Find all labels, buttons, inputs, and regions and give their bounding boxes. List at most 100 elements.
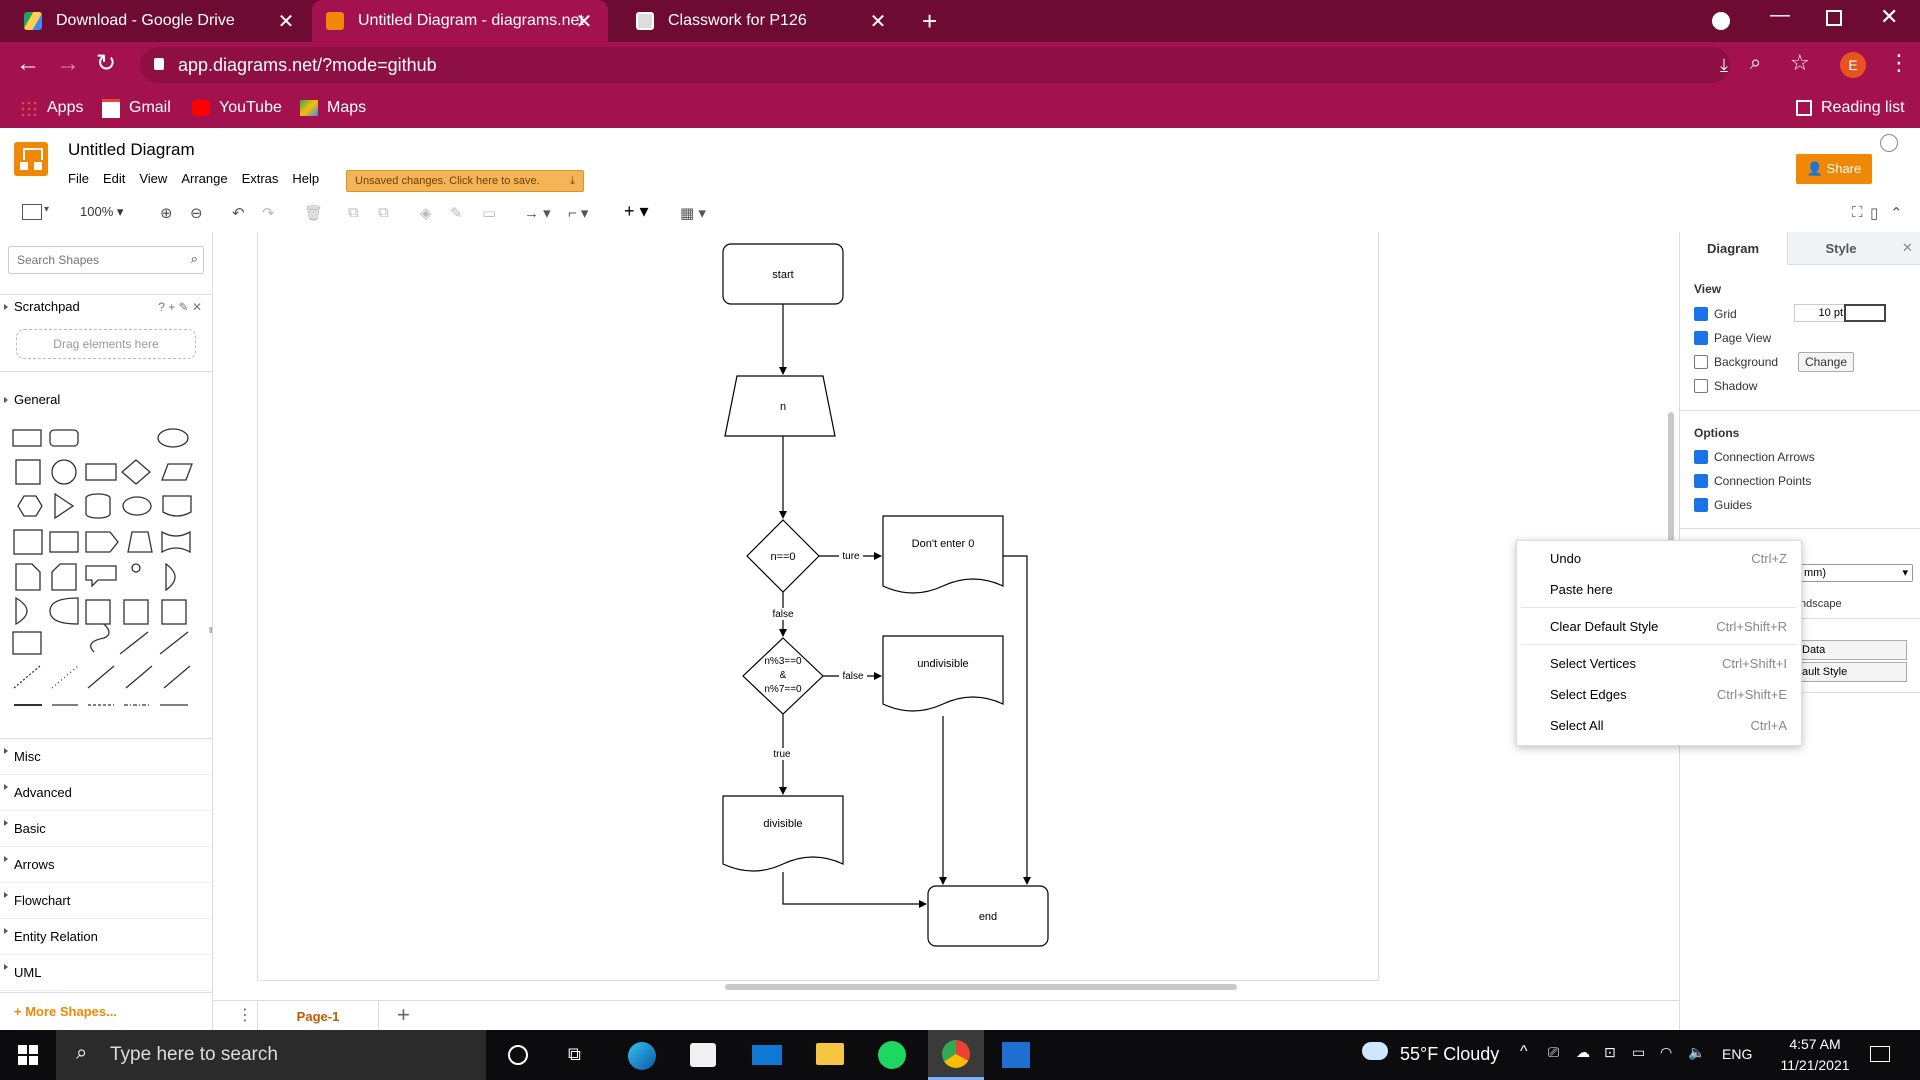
reload-icon[interactable]: ↻ bbox=[96, 50, 117, 77]
edge-icon[interactable] bbox=[628, 1042, 656, 1070]
table-icon[interactable]: ▦ ▾ bbox=[680, 205, 706, 222]
mail-icon[interactable] bbox=[752, 1045, 782, 1065]
photos-icon[interactable] bbox=[1002, 1042, 1030, 1068]
to-front-icon[interactable]: ⧉ bbox=[348, 204, 359, 221]
connection-points-checkbox[interactable]: Connection Points bbox=[1694, 474, 1811, 488]
tab-diagrams[interactable]: Untitled Diagram - diagrams.net ✕ bbox=[312, 0, 608, 42]
file-explorer-icon[interactable] bbox=[816, 1043, 844, 1065]
tray-app-icon[interactable]: ⊡ bbox=[1604, 1044, 1616, 1060]
close-window-icon[interactable]: ✕ bbox=[1880, 4, 1899, 29]
store-icon[interactable] bbox=[690, 1043, 716, 1067]
volume-icon[interactable]: 🔈 bbox=[1688, 1044, 1706, 1060]
menu-dots-icon[interactable]: ⋮ bbox=[1888, 50, 1910, 75]
task-view-icon[interactable]: ⧉ bbox=[568, 1044, 581, 1064]
close-tab-icon[interactable]: ✕ bbox=[869, 11, 887, 33]
notifications-icon[interactable] bbox=[1870, 1046, 1890, 1062]
general-shapes-palette[interactable] bbox=[10, 422, 195, 712]
grid-color-swatch[interactable] bbox=[1844, 304, 1886, 322]
meet-now-icon[interactable]: ⎚ bbox=[1548, 1044, 1560, 1060]
battery-icon[interactable]: ▭ bbox=[1632, 1044, 1646, 1060]
menu-help[interactable]: Help bbox=[292, 171, 320, 186]
zoom-out-icon[interactable]: ⊖ bbox=[190, 205, 203, 222]
line-color-icon[interactable]: ✎ bbox=[450, 205, 463, 222]
spotify-icon[interactable] bbox=[878, 1041, 906, 1069]
redo-icon[interactable]: ↷ bbox=[262, 205, 275, 222]
diagram-title[interactable]: Untitled Diagram bbox=[68, 140, 195, 159]
profile-avatar[interactable]: E bbox=[1840, 52, 1866, 78]
category-arrows[interactable]: Arrows bbox=[0, 847, 212, 883]
bookmark-gmail[interactable]: Gmail bbox=[102, 88, 171, 128]
divisible-node[interactable] bbox=[722, 795, 844, 872]
paper-size-select[interactable]: mm)▾ bbox=[1800, 564, 1913, 582]
tab-search-icon[interactable] bbox=[1712, 12, 1730, 30]
minimize-icon[interactable]: — bbox=[1770, 4, 1790, 26]
page-tab-1[interactable]: Page-1 bbox=[257, 1001, 379, 1031]
format-panel-icon[interactable] bbox=[22, 204, 42, 220]
bookmark-apps[interactable]: Apps bbox=[20, 88, 83, 128]
weather-text[interactable]: 55°F Cloudy bbox=[1400, 1044, 1500, 1064]
landscape-option[interactable]: ndscape bbox=[1800, 598, 1842, 610]
vertical-scrollbar[interactable] bbox=[1668, 412, 1674, 542]
bookmark-maps[interactable]: Maps bbox=[300, 88, 366, 128]
tab-classwork[interactable]: Classwork for P126 ✕ bbox=[612, 0, 902, 42]
close-tab-icon[interactable]: ✕ bbox=[575, 11, 593, 33]
cortana-icon[interactable] bbox=[508, 1045, 528, 1065]
toggle-panel-icon[interactable]: ▯ bbox=[1870, 205, 1879, 222]
delete-icon[interactable]: 🗑 bbox=[304, 205, 324, 222]
guides-checkbox[interactable]: Guides bbox=[1694, 498, 1752, 512]
connection-style-icon[interactable]: → ▾ bbox=[524, 205, 551, 222]
language-indicator[interactable]: ENG bbox=[1722, 1046, 1753, 1062]
close-panel-icon[interactable]: ✕ bbox=[1894, 232, 1920, 265]
category-misc[interactable]: Misc bbox=[0, 739, 212, 775]
new-tab-button[interactable]: + bbox=[922, 6, 938, 36]
diagram-canvas[interactable]: ‖ bbox=[209, 232, 1679, 1000]
dont-enter-0-node[interactable] bbox=[882, 515, 1004, 594]
category-entity-relation[interactable]: Entity Relation bbox=[0, 919, 212, 955]
menu-view[interactable]: View bbox=[139, 171, 168, 186]
fill-color-icon[interactable]: ◈ bbox=[420, 205, 432, 222]
default-style-button[interactable]: ault Style bbox=[1798, 662, 1907, 682]
chrome-taskbar-button[interactable] bbox=[928, 1030, 984, 1080]
scratchpad-title[interactable]: Scratchpad ? + ✎ ✕ bbox=[0, 295, 212, 319]
zoom-select[interactable]: 100% ▾ bbox=[80, 204, 124, 219]
insert-plus-icon[interactable]: + ▾ bbox=[624, 201, 649, 221]
collapse-icon[interactable]: ⌃ bbox=[1890, 205, 1903, 222]
scratchpad-dropzone[interactable]: Drag elements here bbox=[16, 329, 196, 359]
windows-start-icon[interactable] bbox=[18, 1045, 38, 1065]
tab-diagram[interactable]: Diagram bbox=[1680, 232, 1786, 265]
to-back-icon[interactable]: ⧉ bbox=[378, 204, 389, 221]
chevron-down-icon[interactable]: ▾ bbox=[44, 204, 50, 215]
bookmark-star-icon[interactable]: ☆ bbox=[1790, 50, 1810, 75]
wifi-icon[interactable]: ◠ bbox=[1660, 1044, 1673, 1060]
taskbar-search-box[interactable]: ⌕ Type here to search bbox=[56, 1030, 486, 1080]
pages-menu-icon[interactable]: ⋮ bbox=[237, 1007, 253, 1024]
shadow-checkbox[interactable]: Shadow bbox=[1694, 379, 1757, 393]
zoom-in-icon[interactable]: ⊕ bbox=[160, 205, 173, 222]
background-checkbox[interactable]: Background bbox=[1694, 355, 1778, 369]
unsaved-changes-banner[interactable]: Unsaved changes. Click here to save. ⤓ bbox=[346, 170, 584, 192]
tab-google-drive[interactable]: Download - Google Drive ✕ bbox=[0, 0, 310, 42]
grid-checkbox[interactable]: Grid bbox=[1694, 307, 1737, 321]
onedrive-icon[interactable]: ☁ bbox=[1576, 1044, 1590, 1060]
category-advanced[interactable]: Advanced bbox=[0, 775, 212, 811]
general-title[interactable]: General bbox=[0, 388, 212, 412]
edit-data-button[interactable]: Data bbox=[1798, 640, 1907, 660]
menu-paste-here[interactable]: Paste here bbox=[1550, 582, 1613, 597]
change-background-button[interactable]: Change bbox=[1798, 352, 1854, 372]
page-view-checkbox[interactable]: Page View bbox=[1694, 331, 1771, 345]
menu-extras[interactable]: Extras bbox=[241, 171, 279, 186]
end-node[interactable] bbox=[927, 885, 1049, 947]
more-shapes-button[interactable]: + More Shapes... bbox=[0, 992, 212, 1030]
shadow-icon[interactable]: ▭ bbox=[482, 205, 497, 222]
url-field[interactable]: app.diagrams.net/?mode=github ⤓ bbox=[140, 47, 1730, 83]
back-icon[interactable]: ← bbox=[16, 50, 40, 77]
category-uml[interactable]: UML bbox=[0, 955, 212, 991]
install-app-icon[interactable]: ⤓ bbox=[1720, 55, 1728, 75]
tab-style[interactable]: Style bbox=[1787, 232, 1894, 265]
language-globe-icon[interactable] bbox=[1880, 134, 1898, 152]
restore-icon[interactable] bbox=[1826, 10, 1842, 26]
add-page-icon[interactable]: + bbox=[397, 1002, 410, 1027]
